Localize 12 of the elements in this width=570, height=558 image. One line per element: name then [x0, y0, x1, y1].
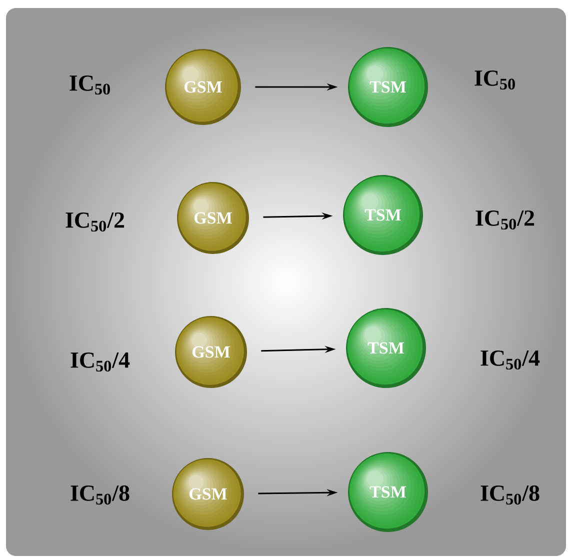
concentration-label: IC$_{50}$: [70, 75, 110, 95]
sphere: TSM: [346, 308, 426, 388]
sphere: TSM: [343, 175, 423, 255]
concentration-label: IC$_{50}$/2: [476, 210, 534, 230]
sphere: TSM: [348, 452, 428, 532]
sphere: GSM: [177, 182, 249, 254]
sphere: GSM: [165, 49, 241, 125]
concentration-label: IC$_{50}$/2: [66, 212, 124, 232]
concentration-label: IC$_{50}$/4: [480, 350, 540, 370]
sphere: TSM: [348, 47, 428, 127]
sphere: GSM: [175, 316, 247, 388]
sphere: GSM: [172, 458, 244, 530]
